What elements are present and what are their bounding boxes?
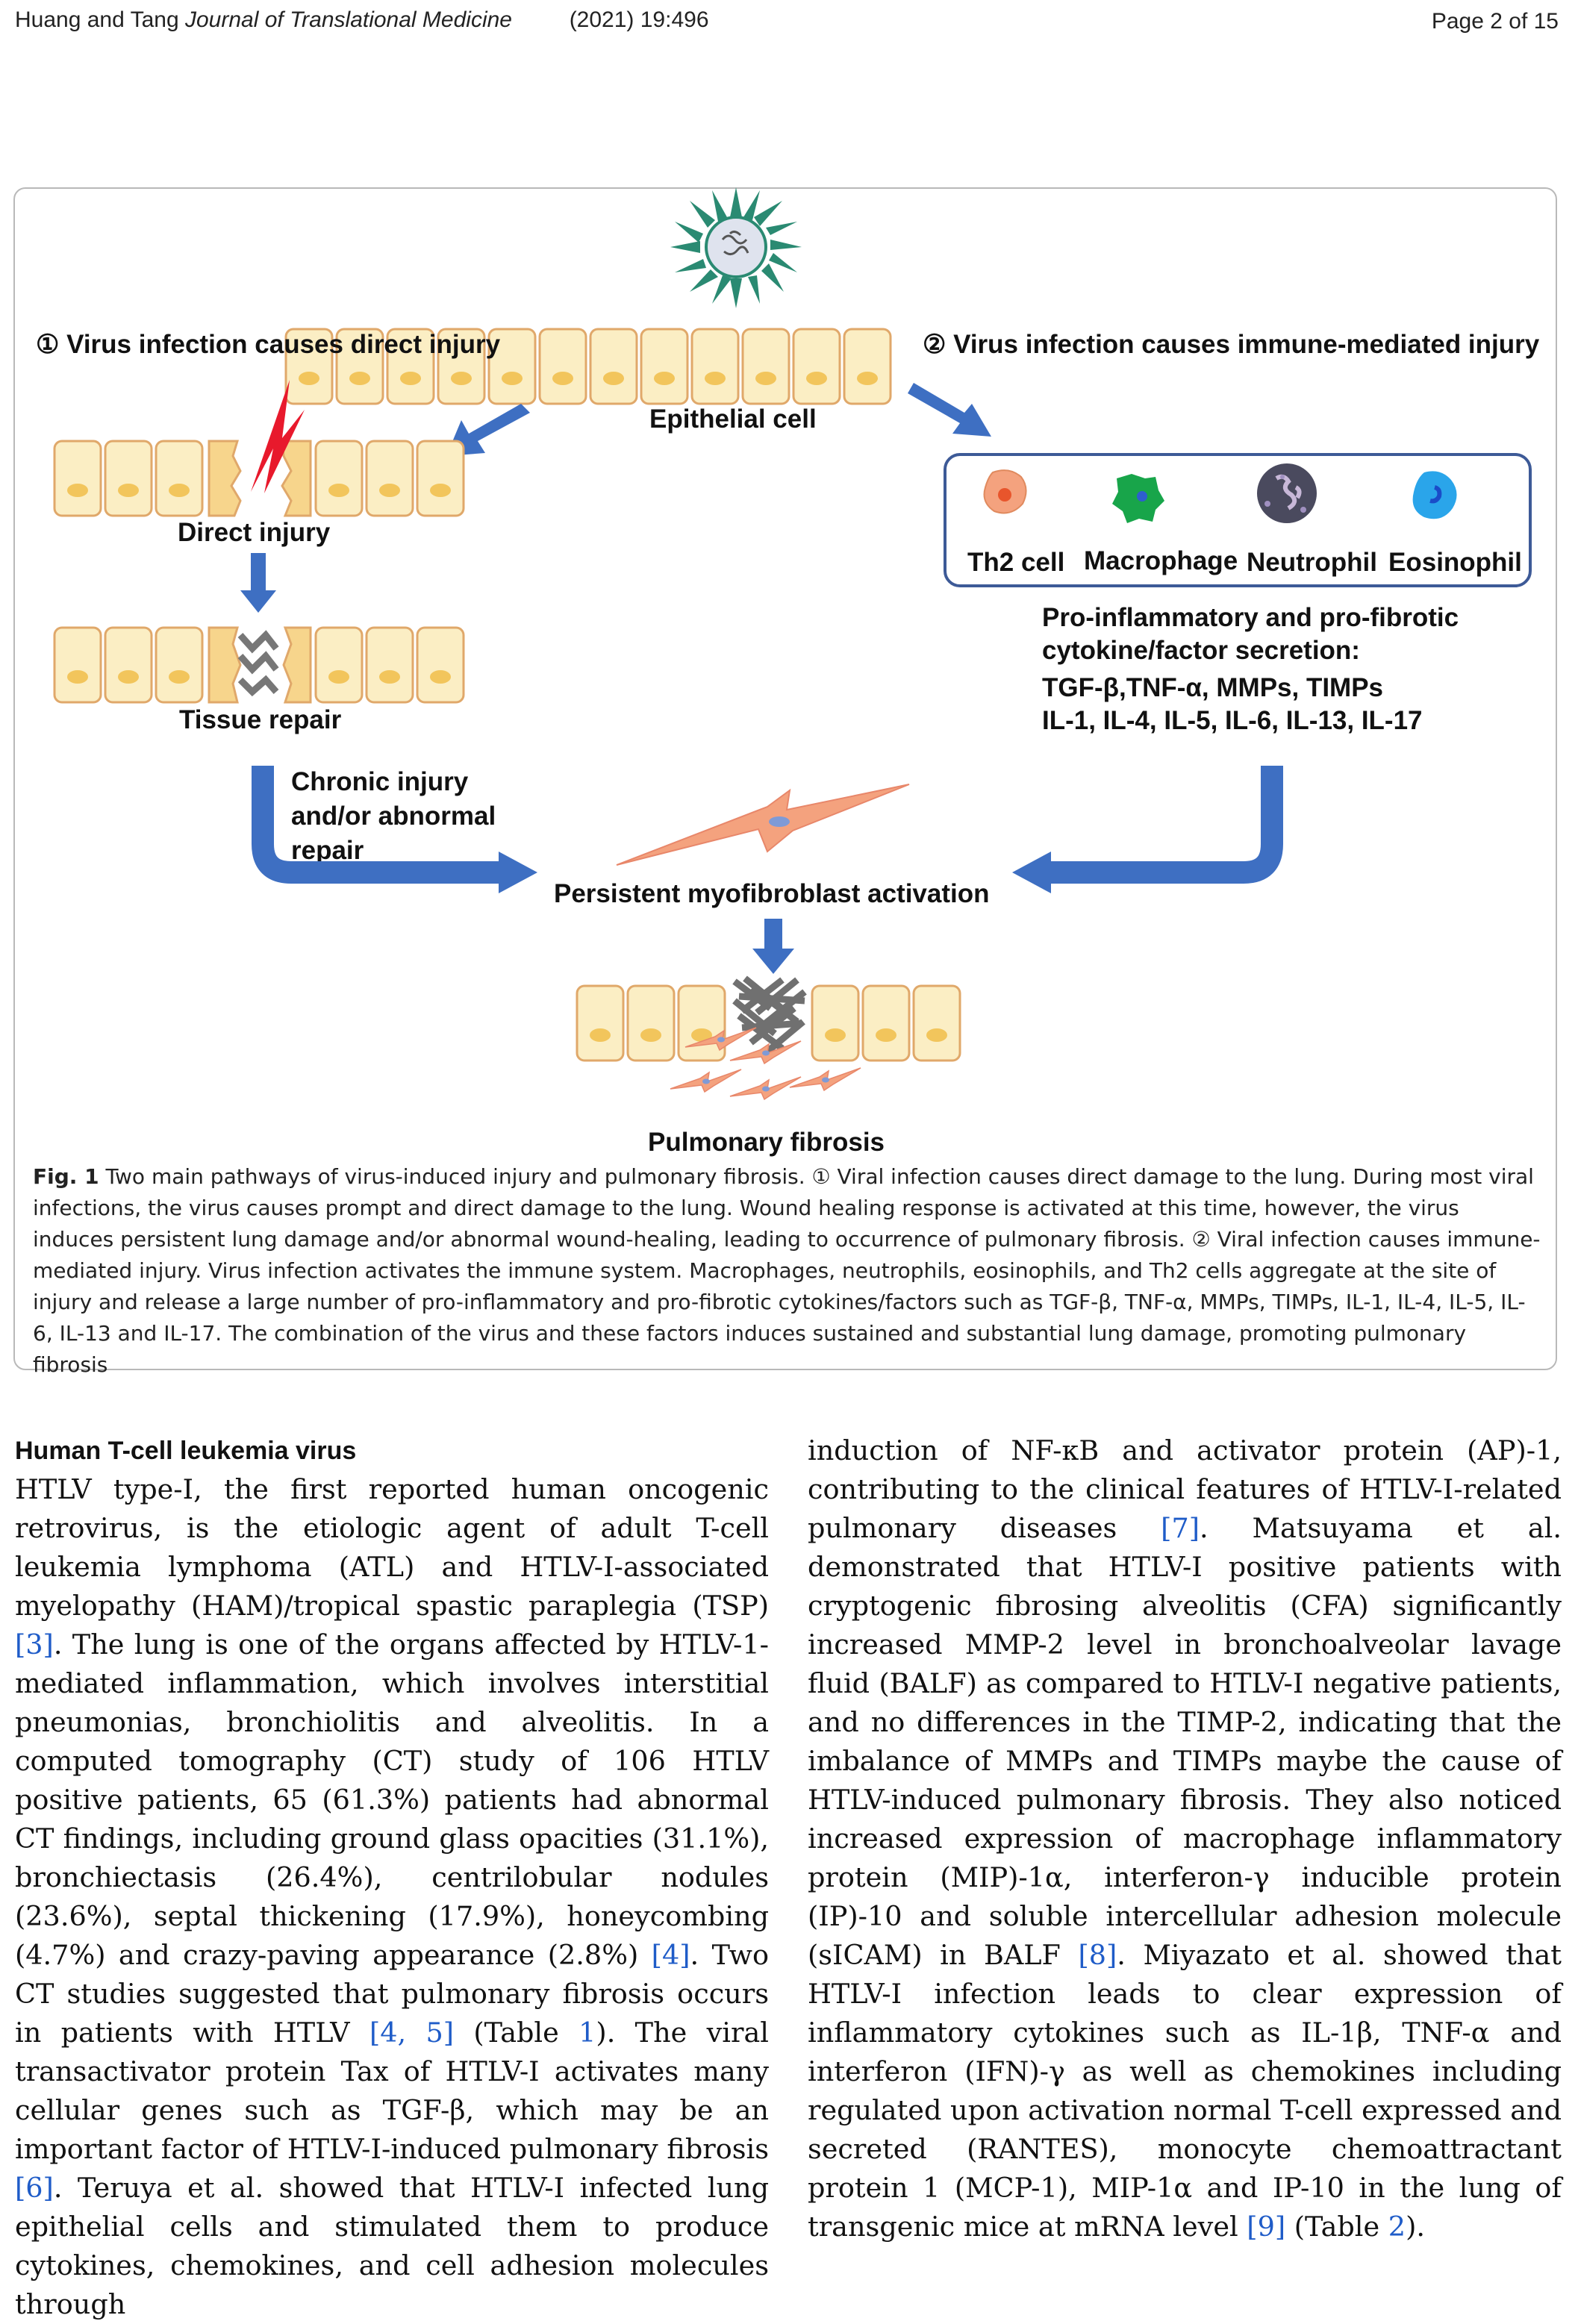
curved-arrow-left <box>252 766 506 884</box>
cell-label-macrophage: Macrophage <box>1084 546 1238 575</box>
body-column-left: Human T-cell leukemia virus HTLV type-I,… <box>15 1431 769 2324</box>
secretion-line2: cytokine/factor secretion: <box>1042 636 1360 665</box>
cell-label-th2: Th2 cell <box>967 548 1064 577</box>
pathway2-label: ② Virus infection causes immune-mediated… <box>923 330 1540 359</box>
tissue-repair-label: Tissue repair <box>179 705 342 734</box>
persistent-label: Persistent myofibroblast activation <box>554 879 989 908</box>
citation-link[interactable]: [9] <box>1247 2211 1286 2243</box>
pulmonary-fibrosis-label: Pulmonary fibrosis <box>648 1128 885 1157</box>
fibrotic-epithelium <box>576 975 961 1100</box>
immune-cells-box <box>944 453 1532 587</box>
citation-link[interactable]: [4, 5] <box>369 2017 455 2049</box>
figure-caption: Fig. 1 Two main pathways of virus-induce… <box>33 1161 1541 1381</box>
header-authors: Huang and Tang <box>15 7 179 32</box>
caption-text: Two main pathways of virus-induced injur… <box>33 1164 1541 1377</box>
pathway1-label: ① Virus infection causes direct injury <box>36 330 501 359</box>
running-header: Huang and Tang Journal of Translational … <box>15 7 709 33</box>
arrow-to-direct-injury <box>446 404 530 456</box>
collagen-icon <box>732 975 807 1055</box>
header-citation: (2021) 19:496 <box>569 7 709 32</box>
citation-link[interactable]: [8] <box>1078 1939 1117 1971</box>
arrow-to-immune <box>908 383 991 437</box>
eosinophil-icon <box>1412 471 1457 519</box>
arrow-down-center <box>752 919 794 974</box>
secretion-line1: Pro-inflammatory and pro-fibrotic <box>1042 603 1459 632</box>
figure-frame <box>13 187 1557 1370</box>
lightning-icon <box>251 380 305 493</box>
cell-label-eosinophil: Eosinophil <box>1388 548 1522 577</box>
chronic-line2: and/or abnormal <box>291 802 496 831</box>
neutrophil-icon <box>1257 463 1317 523</box>
paragraph-left: HTLV type-I, the first reported human on… <box>15 1473 769 2320</box>
table-link[interactable]: 1 <box>579 2017 596 2049</box>
body-column-right: induction of NF-κB and activator protein… <box>808 1431 1562 2246</box>
caption-label: Fig. 1 <box>33 1164 99 1189</box>
citation-link[interactable]: [6] <box>15 2172 54 2204</box>
myofibroblast-icon <box>616 784 910 866</box>
epithelial-cell-label: Epithelial cell <box>649 404 817 434</box>
figure-diagram: ① Virus infection causes direct injury ②… <box>36 187 1540 1157</box>
header-journal: Journal of Translational Medicine <box>184 7 512 32</box>
secretion-line3: TGF-β,TNF-α, MMPs, TIMPs <box>1042 673 1383 702</box>
secretion-line4: IL-1, IL-4, IL-5, IL-6, IL-13, IL-17 <box>1042 706 1423 735</box>
direct-injury-label: Direct injury <box>178 518 331 547</box>
cell-label-neutrophil: Neutrophil <box>1247 548 1377 577</box>
arrow-down-left <box>240 553 276 613</box>
citation-link[interactable]: [3] <box>15 1628 54 1661</box>
repair-epithelium <box>53 626 465 704</box>
virus-icon <box>670 187 802 308</box>
citation-link[interactable]: [7] <box>1161 1512 1200 1544</box>
chronic-line1: Chronic injury <box>291 767 469 796</box>
paragraph-right: induction of NF-κB and activator protein… <box>808 1434 1562 2243</box>
th2-cell-icon <box>983 469 1027 514</box>
section-title: Human T-cell leukemia virus <box>15 1437 357 1465</box>
chronic-line3: repair <box>291 836 364 865</box>
injured-epithelium <box>53 380 465 517</box>
citation-link[interactable]: [4] <box>651 1939 690 1971</box>
table-link[interactable]: 2 <box>1388 2211 1406 2243</box>
page-number: Page 2 of 15 <box>1431 9 1559 34</box>
macrophage-icon <box>1112 474 1164 523</box>
curved-arrow-right <box>1044 766 1283 884</box>
